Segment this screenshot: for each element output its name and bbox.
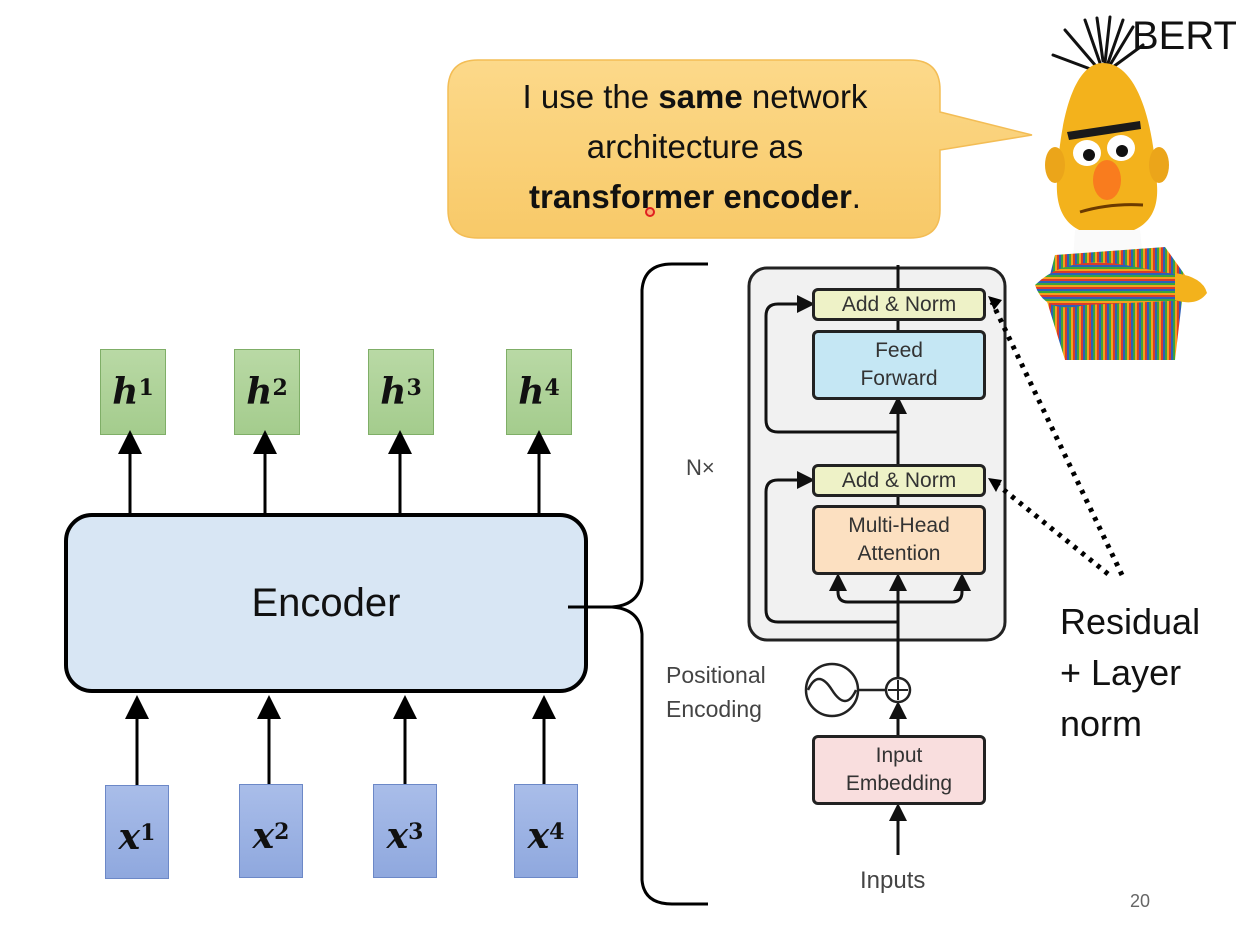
add-norm-top-block: Add & Norm	[812, 288, 986, 321]
callout-line-3: transformer encoder.	[529, 178, 861, 215]
curly-brace	[568, 262, 708, 906]
inputs-label: Inputs	[860, 867, 926, 894]
page-number: 20	[1130, 891, 1151, 911]
repeat-n-label: N×	[686, 455, 715, 480]
laser-pointer-dot	[645, 207, 655, 217]
callout-text: I use the same network architecture as t…	[452, 72, 938, 222]
callout-line-1: I use the same network	[522, 78, 868, 115]
callout-line-2: architecture as	[586, 128, 804, 165]
residual-layernorm-annotation: Residual + Layer norm	[1060, 601, 1201, 744]
bert-character-image	[1035, 15, 1207, 360]
encoder-layer-block	[747, 266, 1007, 642]
encoder-block: Encoder	[64, 513, 588, 693]
encoder-label: Encoder	[251, 580, 401, 625]
bert-label: BERT	[1132, 14, 1236, 58]
add-norm-bottom-block: Add & Norm	[812, 464, 986, 497]
positional-encoding-label: Positional Encoding	[666, 662, 766, 722]
